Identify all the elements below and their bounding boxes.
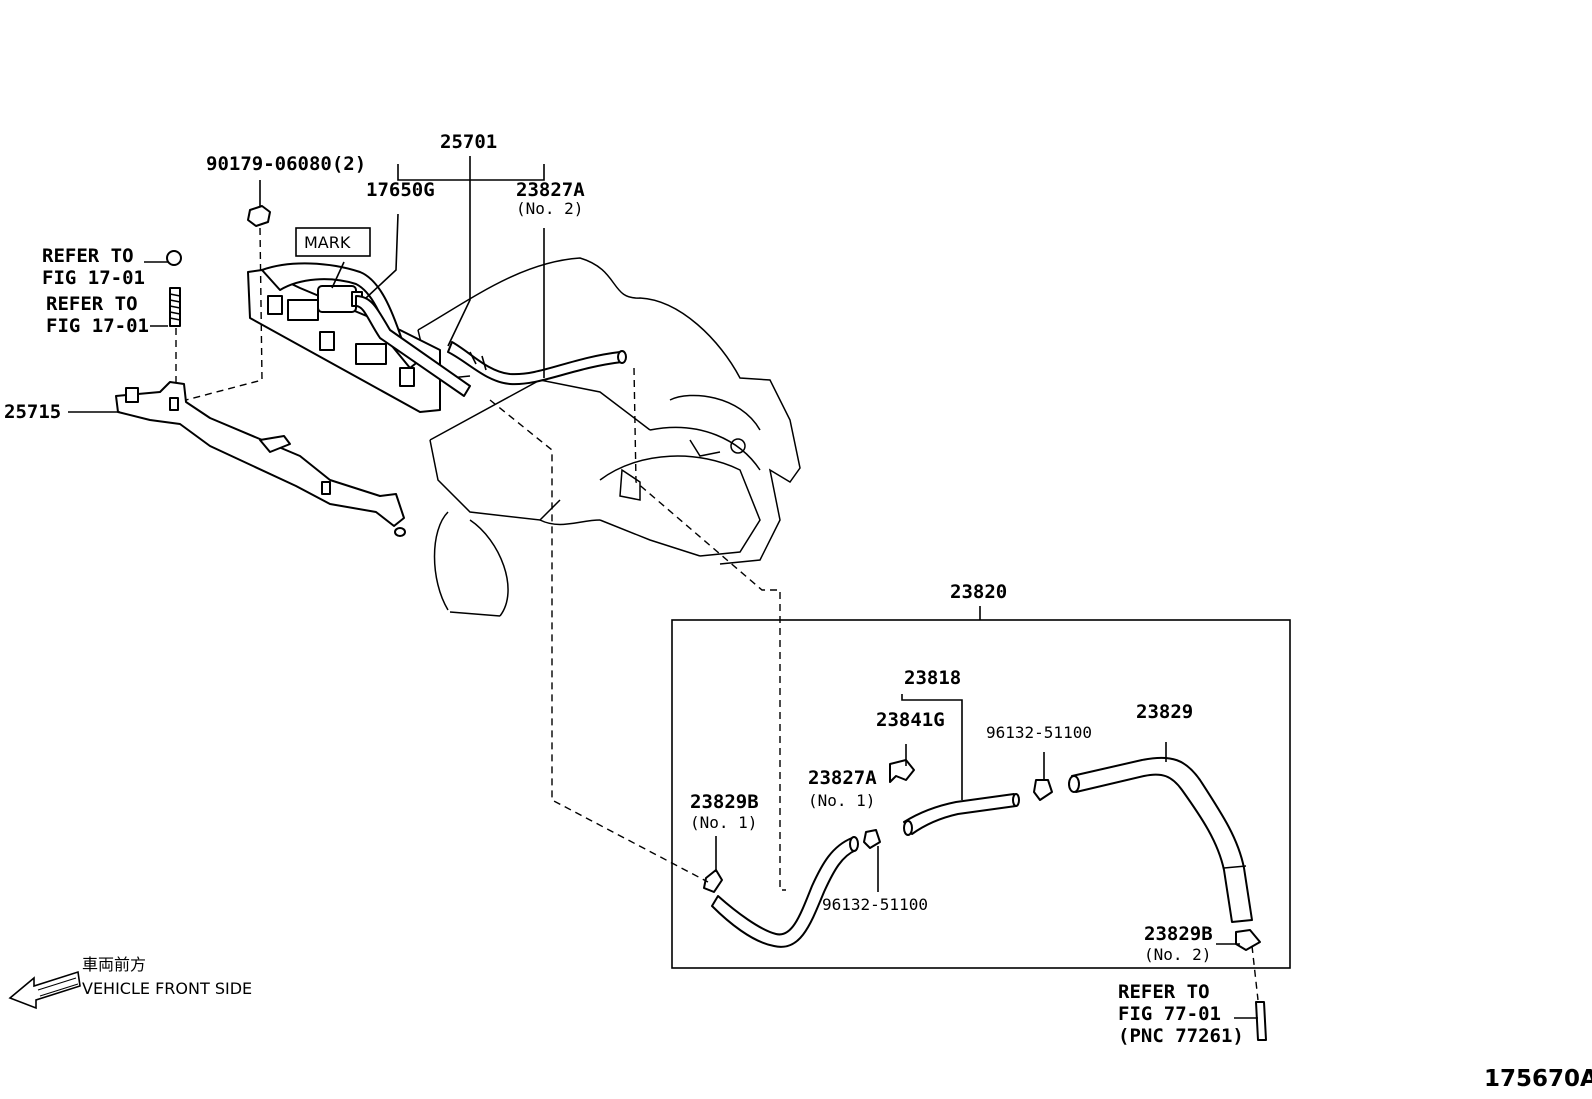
label-refer3-a: REFER TO: [1118, 981, 1210, 1003]
hose-23827a-no1: [711, 836, 859, 948]
label-refer3-c: (PNC 77261): [1118, 1025, 1244, 1047]
label-front-en: VEHICLE FRONT SIDE: [82, 979, 252, 998]
label-refer1-a: REFER TO: [42, 245, 134, 267]
label-mark: MARK: [304, 233, 351, 252]
label-23827a-mid: 23827A: [808, 767, 877, 789]
label-25715: 25715: [4, 401, 61, 423]
leader-lines: [68, 156, 1258, 1019]
clamps: [703, 779, 1261, 951]
hose-23827a-no2: [447, 341, 627, 386]
label-96132-low: 96132-51100: [822, 895, 928, 914]
label-25701: 25701: [440, 131, 497, 153]
label-refer2-b: FIG 17-01: [46, 315, 149, 337]
label-90179: 90179-06080(2): [206, 153, 366, 175]
engine-outline: [417, 257, 801, 617]
hose-23818: [889, 759, 1020, 836]
label-23827a-top-sub: (No. 2): [516, 199, 583, 218]
label-23841g: 23841G: [876, 709, 945, 731]
hose-23829: [1068, 756, 1253, 923]
label-17650g: 17650G: [366, 179, 435, 201]
upper-bracket: [247, 262, 441, 413]
label-front-jp: 車両前方: [82, 955, 146, 974]
dashed-guides: [175, 227, 1259, 1001]
label-23829b-right: 23829B: [1144, 923, 1213, 945]
label-23827a-top: 23827A: [516, 179, 585, 201]
lower-bracket: [115, 381, 406, 537]
refer-pipe: [1255, 1001, 1267, 1041]
label-23829: 23829: [1136, 701, 1193, 723]
label-23829b-left: 23829B: [690, 791, 759, 813]
label-96132-right: 96132-51100: [986, 723, 1092, 742]
label-refer2-a: REFER TO: [46, 293, 138, 315]
diagram-id: 175670A: [1484, 1066, 1592, 1092]
label-refer1-b: FIG 17-01: [42, 267, 145, 289]
label-refer3-b: FIG 77-01: [1118, 1003, 1221, 1025]
label-23829b-right-sub: (No. 2): [1144, 945, 1211, 964]
fasteners-left: [166, 205, 271, 327]
label-23827a-mid-sub: (No. 1): [808, 791, 875, 810]
mark-box: [295, 227, 371, 257]
label-23818: 23818: [904, 667, 961, 689]
label-23829b-left-sub: (No. 1): [690, 813, 757, 832]
label-23820: 23820: [950, 581, 1007, 603]
vsv-valve: [317, 285, 471, 397]
assembly-frame-23820: [671, 619, 1291, 969]
front-arrow-icon: [8, 970, 81, 1010]
